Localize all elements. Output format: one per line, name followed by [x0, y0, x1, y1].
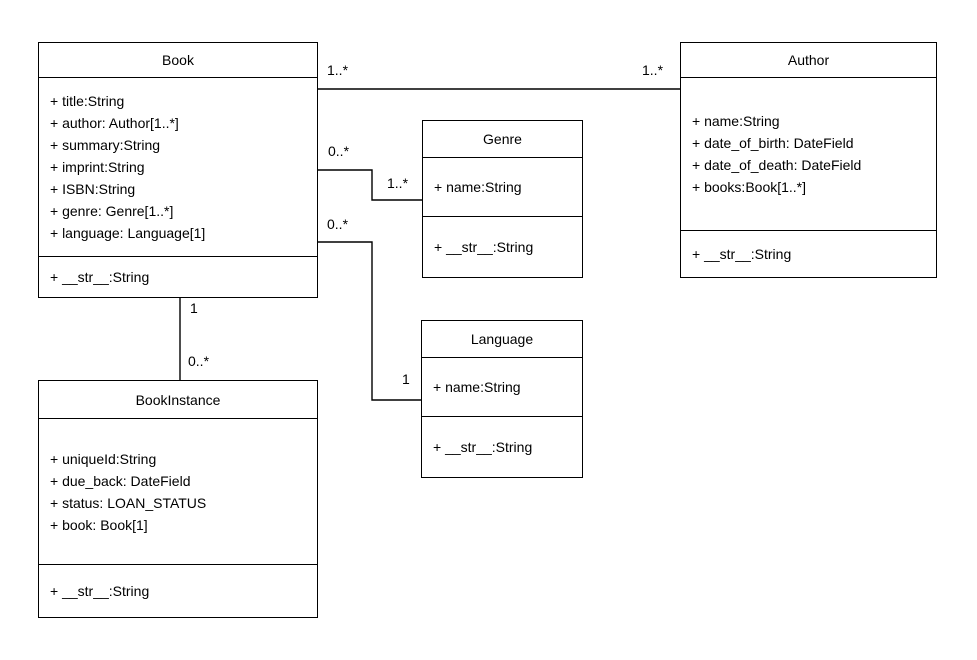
attribute: + uniqueId:String [50, 450, 157, 467]
attribute: + status: LOAN_STATUS [50, 494, 207, 511]
attribute: + name:String [692, 113, 780, 129]
class-methods-book: + __str__:String [39, 257, 317, 297]
attribute: + summary:String [50, 137, 161, 153]
attribute: + name:String [433, 379, 521, 395]
attribute: + ISBN:String [50, 181, 136, 197]
attribute: + author: Author[1..*] [50, 115, 179, 131]
class-box-language: Language + name:String + __str__:String [421, 320, 583, 478]
attribute: + book: Book[1] [50, 516, 148, 533]
class-attributes-book: + title:String + author: Author[1..*] + … [39, 78, 317, 257]
multiplicity-book-genre-near-book: 0..* [328, 143, 350, 159]
class-attributes-author: + name:String + date_of_birth: DateField… [681, 78, 936, 231]
class-title-author: Author [681, 43, 936, 78]
method: + __str__:String [434, 239, 534, 255]
class-title-language: Language [422, 321, 582, 358]
class-attributes-genre: + name:String [423, 158, 582, 217]
attribute: + name:String [434, 179, 522, 195]
association-book-genre [318, 169, 422, 201]
class-box-book: Book + title:String + author: Author[1..… [38, 42, 318, 298]
class-title-book: Book [39, 43, 317, 78]
multiplicity-book-genre-near-genre: 1..* [387, 175, 409, 191]
class-methods-language: + __str__:String [422, 417, 582, 477]
multiplicity-book-language-near-book: 0..* [327, 216, 349, 232]
method: + __str__:String [50, 583, 150, 599]
class-title-bookinstance: BookInstance [39, 381, 317, 419]
attribute: + books:Book[1..*] [692, 179, 807, 195]
multiplicity-book-bookinstance-near-bookinstance: 0..* [188, 353, 210, 369]
attribute: + title:String [50, 93, 125, 109]
class-box-genre: Genre + name:String + __str__:String [422, 120, 583, 278]
class-attributes-bookinstance: + uniqueId:String + due_back: DateField … [39, 419, 317, 565]
attribute: + due_back: DateField [50, 472, 191, 489]
class-methods-author: + __str__:String [681, 231, 936, 277]
multiplicity-book-language-near-language: 1 [402, 371, 410, 387]
class-methods-bookinstance: + __str__:String [39, 565, 317, 617]
class-attributes-language: + name:String [422, 358, 582, 417]
attribute: + genre: Genre[1..*] [50, 203, 174, 219]
class-box-bookinstance: BookInstance + uniqueId:String + due_bac… [38, 380, 318, 618]
method: + __str__:String [692, 246, 792, 262]
method: + __str__:String [50, 269, 150, 285]
attribute: + date_of_birth: DateField [692, 135, 854, 151]
multiplicity-book-author-near-book: 1..* [327, 62, 349, 78]
association-book-language [318, 241, 421, 401]
class-methods-genre: + __str__:String [423, 217, 582, 277]
multiplicity-book-author-near-author: 1..* [642, 62, 664, 78]
attribute: + imprint:String [50, 159, 145, 175]
multiplicity-book-bookinstance-near-book: 1 [190, 300, 198, 316]
class-title-genre: Genre [423, 121, 582, 158]
attribute: + date_of_death: DateField [692, 157, 862, 173]
class-box-author: Author + name:String + date_of_birth: Da… [680, 42, 937, 278]
attribute: + language: Language[1] [50, 225, 206, 241]
method: + __str__:String [433, 439, 533, 455]
